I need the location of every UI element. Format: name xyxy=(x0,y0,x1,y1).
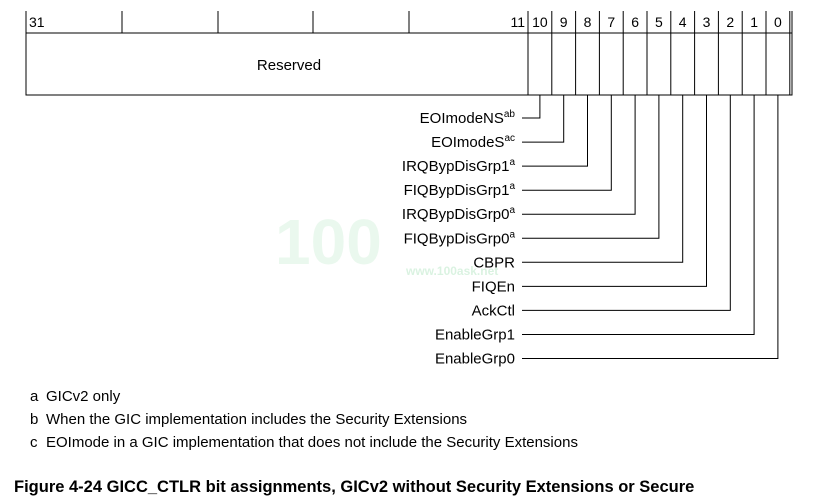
bit-number: 11 xyxy=(510,14,525,30)
field-leader-line xyxy=(522,95,541,119)
field-leader-line xyxy=(522,95,731,311)
bit-number: 10 xyxy=(532,14,548,30)
field-name: EnableGrp0 xyxy=(435,351,515,368)
field-leader-line xyxy=(522,95,565,143)
bit-number: 9 xyxy=(560,14,568,30)
bit-number: 6 xyxy=(631,14,639,30)
field-callouts: EOImodeNSabEOImodeSacIRQBypDisGrp1aFIQBy… xyxy=(402,95,779,368)
field-leader-line xyxy=(522,95,684,263)
field-superscript: ac xyxy=(504,133,515,144)
footnote-text: EOImode in a GIC implementation that doe… xyxy=(46,434,578,451)
field-leader-line xyxy=(522,95,779,359)
field-leader-line xyxy=(522,95,588,167)
bit-number: 1 xyxy=(750,14,758,30)
field-label: FIQBypDisGrp1a xyxy=(404,181,516,199)
field-label: FIQEn xyxy=(472,278,515,295)
field-superscript: a xyxy=(509,205,515,216)
field-leader-line xyxy=(522,95,612,191)
bit-number: 2 xyxy=(726,14,734,30)
footnote-a: a GICv2 only xyxy=(30,388,120,405)
field-label: IRQBypDisGrp1a xyxy=(402,157,516,175)
field-name: CBPR xyxy=(473,254,515,271)
watermark-url: www.100ask.net xyxy=(406,264,499,278)
bit-number: 8 xyxy=(584,14,592,30)
footnote-key: b xyxy=(30,411,39,428)
field-label: EnableGrp1 xyxy=(435,327,515,344)
field-name: AckCtl xyxy=(472,302,515,319)
field-leader-line xyxy=(522,95,707,287)
field-name: IRQBypDisGrp0 xyxy=(402,206,510,223)
field-superscript: a xyxy=(509,229,515,240)
footnote-key: a xyxy=(30,388,39,405)
register-grid xyxy=(25,11,793,96)
footnote-text: GICv2 only xyxy=(46,388,121,405)
field-superscript: a xyxy=(509,181,515,192)
field-label: EnableGrp0 xyxy=(435,351,515,368)
field-superscript: ab xyxy=(504,109,516,120)
field-label: IRQBypDisGrp0a xyxy=(402,205,516,223)
field-name: FIQBypDisGrp0 xyxy=(404,230,510,247)
field-name: EOImodeS xyxy=(431,134,504,151)
field-superscript: a xyxy=(509,157,515,168)
bit-number: 7 xyxy=(607,14,615,30)
field-label: CBPR xyxy=(473,254,515,271)
field-name: FIQEn xyxy=(472,278,515,295)
footnote-text: When the GIC implementation includes the… xyxy=(46,411,468,428)
field-label: EOImodeSac xyxy=(431,133,515,151)
figure-caption: Figure 4-24 GICC_CTLR bit assignments, G… xyxy=(14,478,695,496)
field-name: FIQBypDisGrp1 xyxy=(404,182,510,199)
reserved-label: Reserved xyxy=(257,57,321,74)
footnote-key: c xyxy=(30,434,38,451)
field-name: EnableGrp1 xyxy=(435,327,515,344)
field-leader-line xyxy=(522,95,636,215)
field-leader-line xyxy=(522,95,755,335)
bit-number: 31 xyxy=(29,14,45,30)
field-leader-line xyxy=(522,95,660,239)
footnote-b: b When the GIC implementation includes th… xyxy=(30,411,467,428)
register-body xyxy=(25,32,793,96)
field-label: EOImodeNSab xyxy=(420,109,516,127)
footnote-c: c EOImode in a GIC implementation that do… xyxy=(30,434,578,451)
bit-number: 3 xyxy=(703,14,711,30)
field-label: FIQBypDisGrp0a xyxy=(404,229,516,247)
field-name: EOImodeNS xyxy=(420,110,504,127)
watermark-logo: 100 xyxy=(275,206,382,278)
field-label: AckCtl xyxy=(472,302,515,319)
field-name: IRQBypDisGrp1 xyxy=(402,158,510,175)
bit-number: 5 xyxy=(655,14,663,30)
bit-number: 4 xyxy=(679,14,687,30)
bit-number: 0 xyxy=(774,14,782,30)
